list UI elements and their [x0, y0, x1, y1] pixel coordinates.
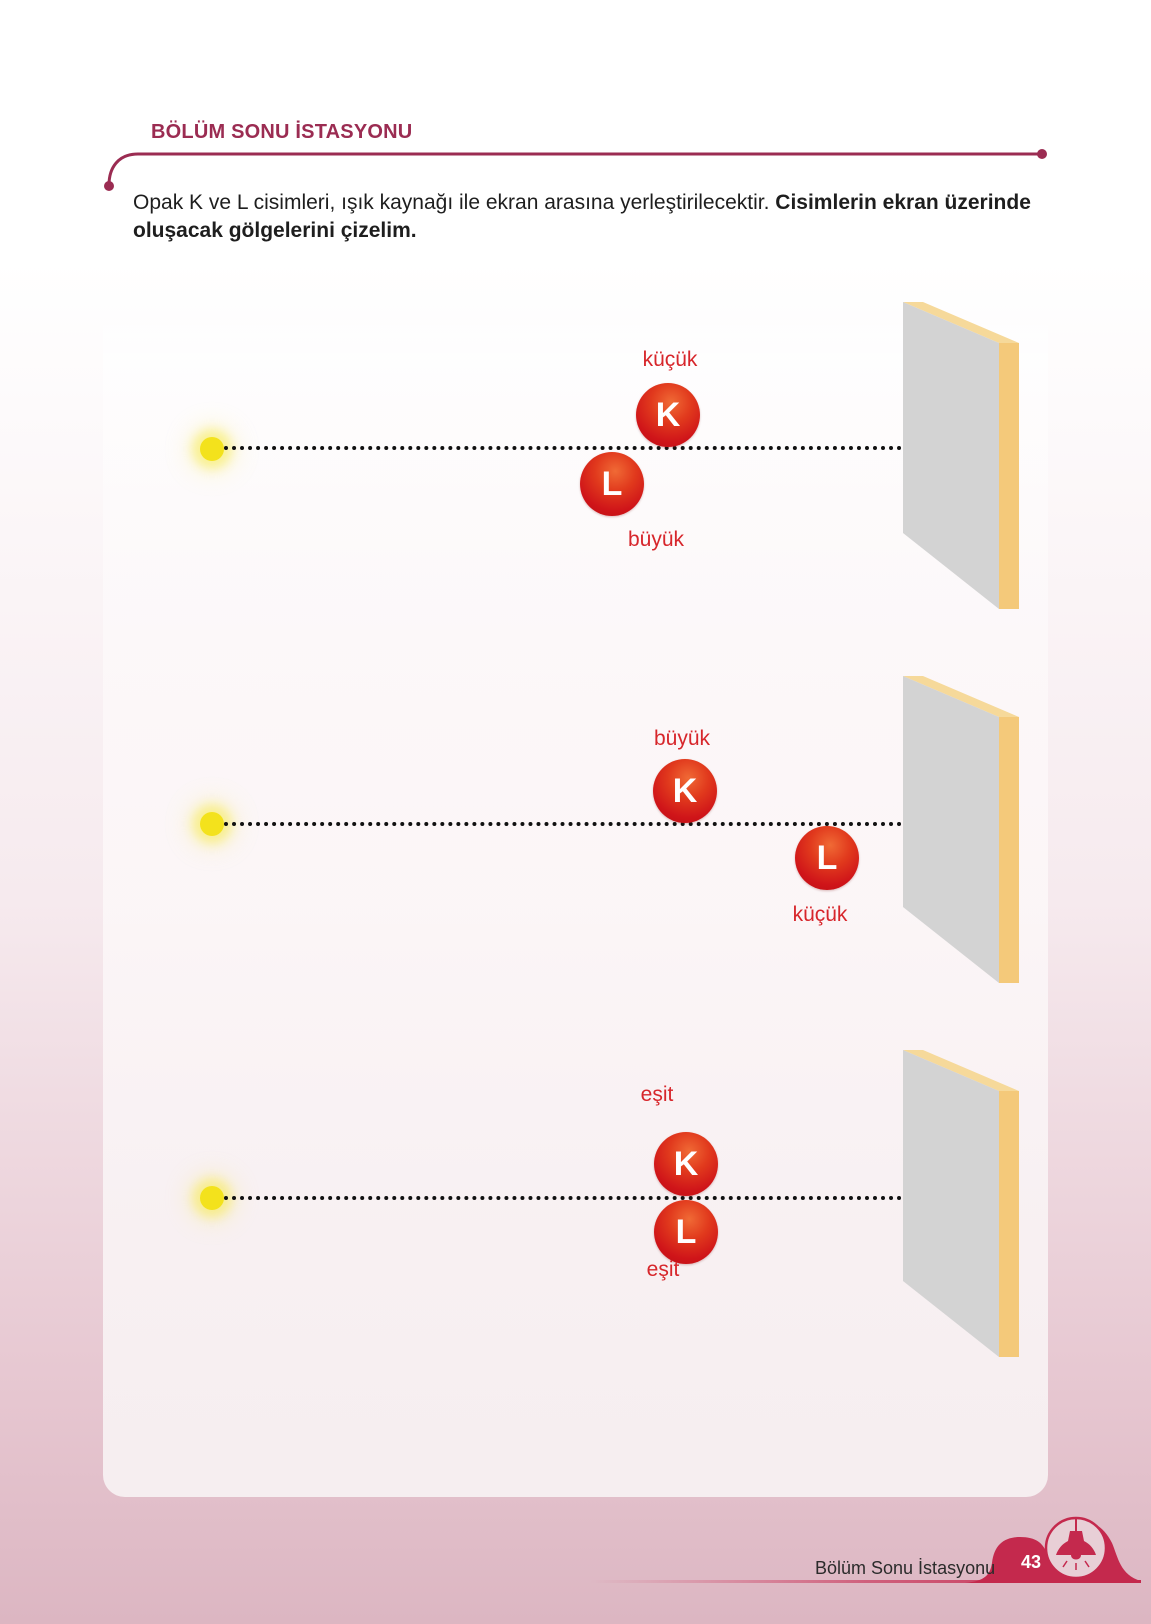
- panel-1: küçük K L büyük: [0, 0, 1151, 609]
- object-k: K: [654, 1132, 718, 1196]
- object-k: K: [636, 383, 700, 447]
- instruction-normal: Opak K ve L cisimleri, ışık kaynağı ile …: [133, 191, 776, 214]
- screen: [903, 302, 1019, 609]
- panel-2: büyük K L küçük: [0, 0, 1151, 983]
- size-label-l: küçük: [792, 903, 848, 926]
- instruction-text: Opak K ve L cisimleri, ışık kaynağı ile …: [133, 189, 1033, 245]
- object-l: L: [580, 452, 644, 516]
- object-l: L: [795, 826, 859, 890]
- light-source-icon: [200, 437, 224, 461]
- exercise-card: [103, 298, 1048, 1497]
- instruction-bold: Cisimlerin ekran üzerinde oluşacak gölge…: [133, 191, 1031, 242]
- panel-3: eşit K L eşit: [0, 0, 1151, 1357]
- light-ray-line: [224, 1196, 950, 1200]
- footer-label: Bölüm Sonu İstasyonu: [815, 1558, 996, 1578]
- size-label-k: eşit: [640, 1083, 674, 1106]
- size-label-k: büyük: [653, 727, 711, 750]
- footer-decoration: [590, 1516, 1141, 1583]
- screen: [903, 1050, 1019, 1357]
- size-label-l: eşit: [646, 1258, 680, 1281]
- object-l: L: [654, 1200, 718, 1264]
- section-title: BÖLÜM SONU İSTASYONU: [151, 121, 413, 143]
- size-label-k: küçük: [642, 348, 698, 371]
- object-k: K: [653, 759, 717, 823]
- size-label-l: büyük: [627, 528, 685, 551]
- light-source-icon: [200, 812, 224, 836]
- lamp-icon: [1056, 1518, 1096, 1570]
- light-ray-line: [224, 446, 950, 450]
- light-ray-line: [224, 822, 950, 826]
- light-source-icon: [200, 1186, 224, 1210]
- page-number: 43: [1020, 1552, 1042, 1572]
- screen: [903, 676, 1019, 983]
